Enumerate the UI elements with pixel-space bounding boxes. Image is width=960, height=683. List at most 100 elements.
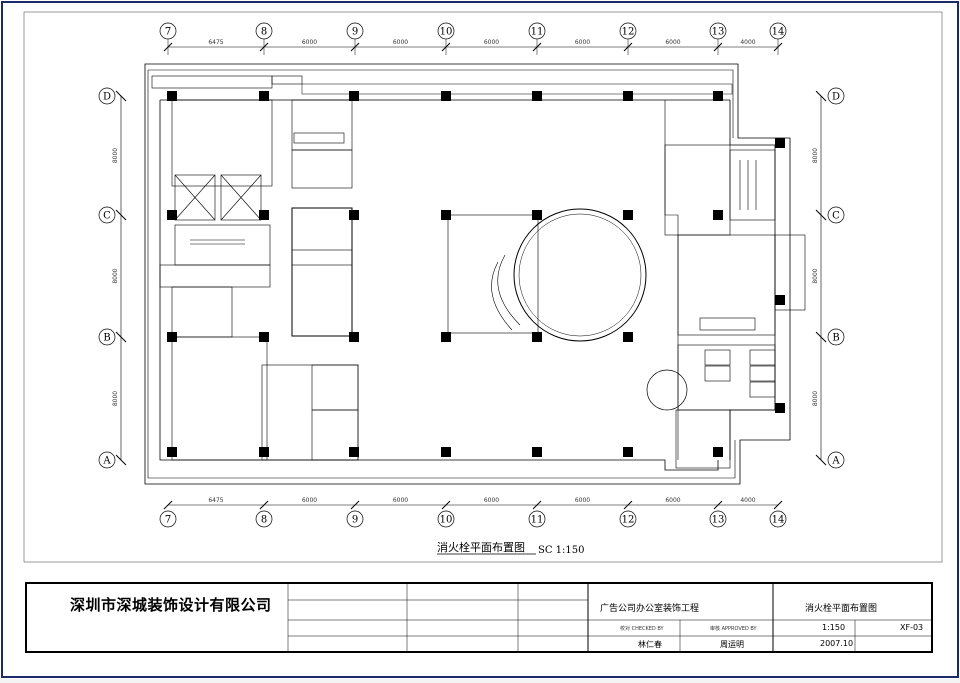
column-marker — [441, 210, 451, 220]
column-spacing-label: 4000 — [740, 39, 755, 46]
grid-row-bubble — [827, 451, 845, 469]
column-spacing-label: 6000 — [575, 497, 590, 504]
grid-column-bubble-label: 12 — [622, 27, 635, 38]
checked-by-label: 校对 CHECKED BY — [620, 626, 664, 632]
grid-column-bubble-label: 14 — [772, 27, 785, 38]
dimension-tick — [532, 500, 542, 510]
drawing-scale: SC 1:150 — [538, 545, 585, 556]
column-marker — [532, 91, 542, 101]
grid-column-bubble — [159, 22, 177, 40]
grid-row-bubble-label: C — [832, 211, 840, 222]
grid-column-bubble-label: 7 — [165, 27, 171, 38]
grid-column-bubble-label: 8 — [261, 515, 267, 526]
column-marker — [349, 447, 359, 457]
grid-column-bubble-label: 9 — [352, 27, 358, 38]
column-spacing-label: 6000 — [393, 39, 408, 46]
grid-column-bubble-label: 7 — [165, 515, 171, 526]
drawing-name: 消火栓平面布置图 — [805, 604, 878, 614]
building-outline — [144, 63, 791, 485]
grid-column-bubble-label: 14 — [772, 515, 785, 526]
grid-row-bubble — [827, 87, 845, 105]
grid-column-bubble — [769, 510, 787, 528]
grid-column-bubble — [619, 510, 637, 528]
dimension-tick — [115, 90, 127, 102]
column-spacing-label: 6000 — [302, 39, 317, 46]
grid-column-bubble-label: 10 — [440, 515, 453, 526]
dimension-tick — [115, 209, 127, 221]
scale-value: 1:150 — [822, 623, 846, 632]
dimension-tick — [441, 500, 451, 510]
column-marker — [167, 332, 177, 342]
grid-row-bubble-label: B — [832, 333, 839, 344]
dimension-tick — [713, 500, 723, 510]
grid-column-bubble-label: 11 — [531, 27, 544, 38]
column-marker — [623, 332, 633, 342]
grid-column-bubble — [159, 510, 177, 528]
column-marker — [713, 447, 723, 457]
grid-column-bubble — [346, 22, 364, 40]
grid-column-bubble — [709, 22, 727, 40]
grid-row-bubble-label: D — [103, 92, 111, 103]
column-marker — [441, 447, 451, 457]
grid-row-bubble — [98, 451, 116, 469]
grid-row-bubble — [98, 87, 116, 105]
column-spacing-label: 6000 — [665, 497, 680, 504]
column-marker — [259, 332, 269, 342]
grid-row-bubble — [98, 328, 116, 346]
column-marker — [623, 447, 633, 457]
dimension-tick — [259, 500, 269, 510]
project-name: 广告公司办公室装饰工程 — [600, 604, 700, 614]
grid-row-bubble-label: D — [832, 92, 840, 103]
grid-row-bubble — [827, 206, 845, 224]
column-marker — [441, 332, 451, 342]
column-marker — [532, 447, 542, 457]
column-spacing-label: 6000 — [575, 39, 590, 46]
grid-column-bubble — [769, 22, 787, 40]
grid-column-bubble — [255, 510, 273, 528]
row-spacing-label: 8000 — [812, 391, 819, 406]
grid-column-bubble — [709, 510, 727, 528]
column-spacing-label: 6000 — [665, 39, 680, 46]
column-marker — [167, 210, 177, 220]
column-marker — [532, 210, 542, 220]
column-spacing-label: 6000 — [484, 497, 499, 504]
grid-row-bubble-label: A — [831, 456, 840, 467]
column-spacing-label: 6000 — [484, 39, 499, 46]
row-spacing-label: 8000 — [112, 391, 119, 406]
checked-by-name: 林仁春 — [638, 640, 662, 649]
dimension-tick — [350, 500, 360, 510]
dimension-tick — [163, 500, 173, 510]
column-marker — [259, 210, 269, 220]
structural-columns — [167, 91, 785, 457]
grid-column-bubble-label: 13 — [712, 515, 725, 526]
grid-column-bubble — [437, 510, 455, 528]
grid-row-bubble-label: B — [103, 333, 110, 344]
column-spacing-label: 4000 — [740, 497, 755, 504]
grid-row-bubble-label: C — [103, 211, 111, 222]
grid-row-bubble — [98, 206, 116, 224]
grid-column-bubble — [528, 22, 546, 40]
row-spacing-label: 8000 — [112, 148, 119, 163]
column-marker — [532, 332, 542, 342]
company-name: 深圳市深城装饰设计有限公司 — [70, 596, 272, 614]
column-marker — [167, 91, 177, 101]
dimension-tick — [115, 454, 127, 466]
date-value: 2007.10 — [820, 639, 854, 648]
column-marker — [713, 210, 723, 220]
column-marker — [775, 295, 785, 305]
grid-row-bubble — [827, 328, 845, 346]
dimension-tick — [623, 500, 633, 510]
drawing-number: XF-03 — [900, 623, 924, 632]
column-marker — [713, 91, 723, 101]
grid-column-bubble — [346, 510, 364, 528]
dimension-tick — [115, 331, 127, 343]
row-spacing-label: 8000 — [812, 148, 819, 163]
column-marker — [775, 138, 785, 148]
